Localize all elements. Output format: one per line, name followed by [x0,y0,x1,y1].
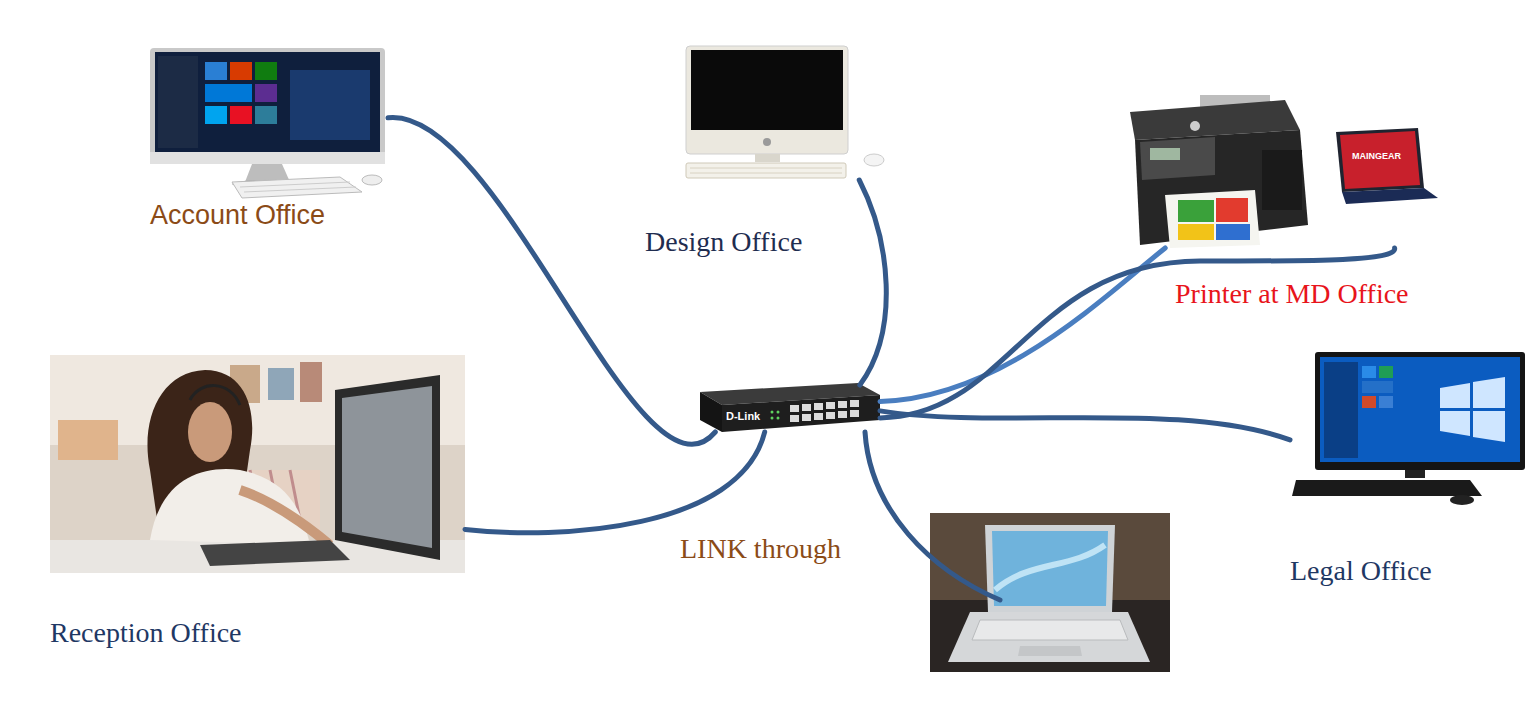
network-cable [388,118,715,445]
office-caption: Reception Office [50,617,242,649]
network-cable [865,432,1000,600]
office-caption: LINK through [680,533,841,565]
network-switch [700,383,880,432]
network-cable [880,411,1290,440]
device-node: LINK through [697,385,880,432]
device-node: Design Office [685,45,890,180]
all-in-one-computer [150,48,385,198]
office-caption: Design Office [645,226,802,258]
laptop-photo [930,513,1170,672]
office-caption: Printer at MD Office [1175,278,1409,310]
device-brand: MAINGEAR [1352,152,1401,162]
device-node: Printer at MD Office [1128,92,1438,248]
reception-photo [50,355,465,573]
device-brand: D-Link [726,410,760,422]
printer [1130,95,1308,248]
device-node: Legal Office [1290,350,1526,505]
desktop-monitor [1292,352,1525,505]
device-node: Reception Office [50,355,465,573]
network-cable [880,248,1165,401]
office-caption: Legal Office [1290,555,1432,587]
network-cable [465,432,765,533]
office-caption: Account Office [150,200,325,231]
imac-computer [686,46,884,178]
laptop [1336,128,1438,204]
network-cable [859,180,886,385]
device-node: Account Office [148,45,388,200]
network-cable [880,248,1395,418]
